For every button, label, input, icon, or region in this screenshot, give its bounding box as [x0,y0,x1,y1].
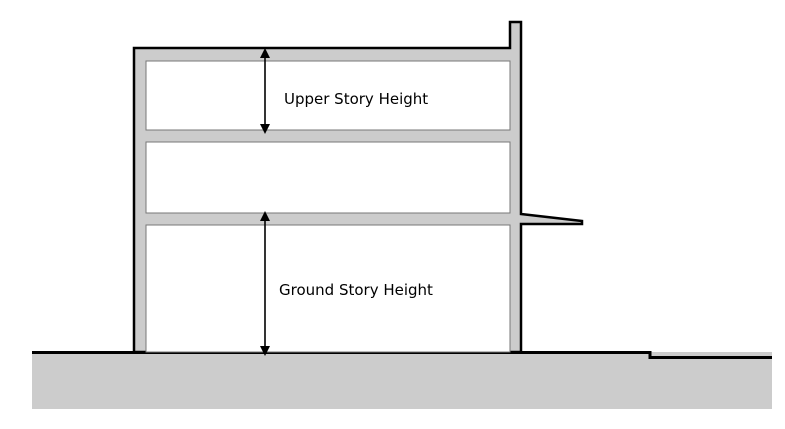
upper-story-height-label: Upper Story Height [284,90,428,108]
ground-story-height-label: Ground Story Height [279,281,433,299]
ground-fill [32,352,772,409]
ground-story-room [145,224,511,353]
upper-story-room [145,60,511,131]
middle-story-room [145,141,511,214]
